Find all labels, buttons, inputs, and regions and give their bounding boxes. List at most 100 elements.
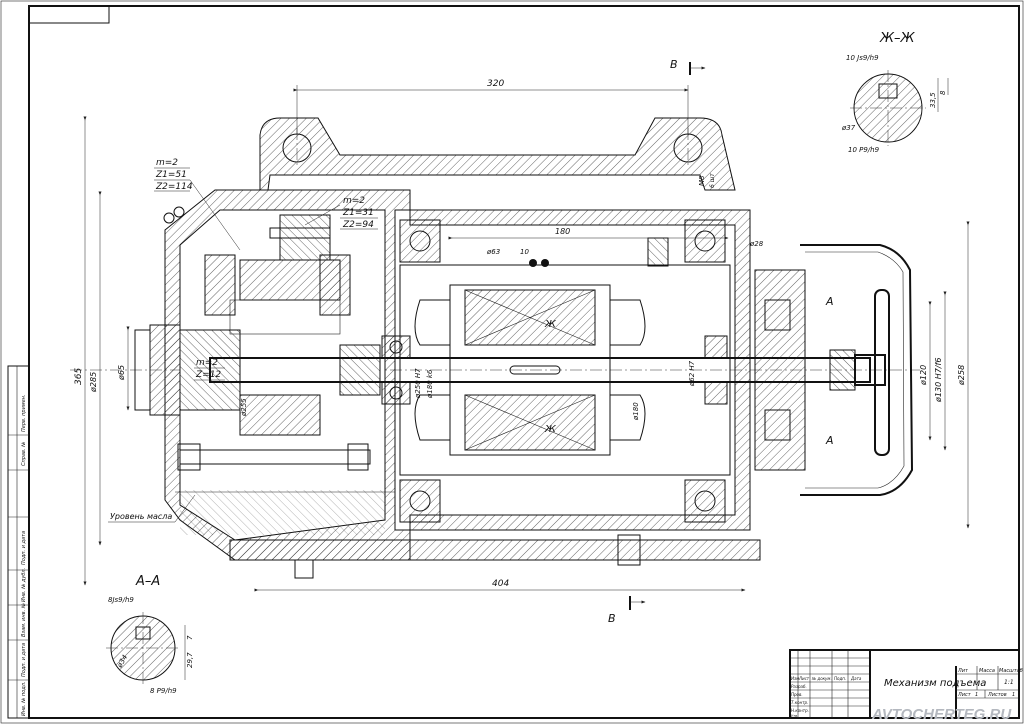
a-8js9: 8Js9/h9 xyxy=(108,596,134,604)
section-a-title: А–А xyxy=(135,574,160,589)
tb-list: Лист xyxy=(957,692,972,698)
tb-sheets: 1 xyxy=(1012,692,1015,698)
stator-cavity xyxy=(399,264,731,476)
dim-255: ø255 xyxy=(240,398,248,417)
tb-sub-docum: № докум. xyxy=(811,676,832,681)
cut-a-bottom: А xyxy=(825,434,834,447)
terminal-box xyxy=(617,534,641,566)
shaft-keyway xyxy=(509,365,561,375)
dim-130: ø130 H7/f6 xyxy=(934,358,943,403)
seal-top xyxy=(647,237,669,267)
drawing-title: Механизм подъема xyxy=(884,678,986,689)
end-winding-right-top xyxy=(610,299,646,346)
tb-role-utv: Утв. xyxy=(791,714,798,718)
tb-lit: Лит xyxy=(957,668,969,674)
stamp-inv: Инв. № подл. xyxy=(21,682,27,717)
tb-sub-podp: Подп. xyxy=(834,676,846,681)
brake-assembly xyxy=(754,269,806,471)
a-7: 7 xyxy=(186,635,194,640)
tb-sub-list: Лист xyxy=(798,676,810,681)
stator xyxy=(449,284,611,456)
dim-404: 404 xyxy=(492,579,509,589)
tb-listov: Листов xyxy=(987,692,1007,698)
gear-z2-114 xyxy=(239,394,321,436)
gear-labels: m=2 Z1=51 Z2=114 m=2 Z1=31 Z2=94 m=2 Z=1… xyxy=(108,158,378,523)
end-winding-left-bottom xyxy=(414,394,450,441)
title-block: Изм Лист № докум. Подп. Дата Разраб. Про… xyxy=(789,649,1023,719)
zh-10js9: 10 Js9/h9 xyxy=(846,54,879,62)
section-zh-title: Ж–Ж xyxy=(879,31,916,46)
cut-zh-top: Ж xyxy=(544,319,557,330)
dim-365: 365 xyxy=(74,368,84,385)
cut-zh-bottom: Ж xyxy=(544,424,557,435)
oil-level-label: Уровень масла xyxy=(110,512,172,521)
dim-285: ø285 xyxy=(89,372,98,393)
bearing-bottom-left xyxy=(399,479,441,523)
brake-handwheel xyxy=(874,289,890,456)
oil-plug-icon xyxy=(173,206,185,218)
dim-62: ø62 H7 xyxy=(688,360,696,387)
gear-bearing-left-top xyxy=(204,254,236,316)
section-a-view: А–А 8Js9/h9 8 P9/h9 ø34 7 29,7 xyxy=(106,574,194,695)
brake-nut xyxy=(829,349,856,391)
stamp-vzam: Взам. инв. № xyxy=(21,603,27,637)
dim-180-motor: ø180 xyxy=(632,402,640,421)
dim-180k6: ø180 k6 xyxy=(426,369,434,399)
cut-b-bottom: В xyxy=(608,612,616,625)
inner-frame xyxy=(28,5,1020,719)
tb-sub-data: Дата xyxy=(850,676,862,681)
tb-role-razrab: Разраб. xyxy=(791,684,807,689)
output-hub xyxy=(179,329,241,411)
zh-10p9: 10 P9/h9 xyxy=(848,146,880,154)
bearing-shaft-right xyxy=(704,335,728,405)
stamp-sprav: Справ. № xyxy=(21,442,27,466)
stamp-dubl: Инв. № дубл. xyxy=(21,568,27,602)
end-winding-right-bottom xyxy=(610,394,646,441)
gear3-m: m=2 xyxy=(196,358,218,368)
tb-massa: Масса xyxy=(979,668,995,674)
watermark: AVTOCHERTEG.RU xyxy=(871,706,1012,723)
a-297: 29,7 xyxy=(186,652,194,668)
left-end-cap xyxy=(149,324,181,416)
bearing-top-left xyxy=(399,219,441,263)
gear2-m: m=2 xyxy=(343,196,365,206)
dim-6sht: 6 шт xyxy=(709,173,716,188)
dim-250: ø250 H7 xyxy=(414,368,422,399)
main-assembly-view xyxy=(70,117,920,579)
gear-bearing-right-top xyxy=(319,254,351,316)
dim-10: 10 xyxy=(520,248,529,256)
dim-180: 180 xyxy=(555,227,570,236)
tb-masshtab: Масштаб xyxy=(999,668,1023,674)
dim-258: ø258 xyxy=(957,365,966,386)
dim-m8: M8 xyxy=(698,175,706,186)
drain-plug xyxy=(294,559,314,579)
gear1-z2: Z2=114 xyxy=(155,182,193,192)
brake-cover xyxy=(800,244,914,496)
gear1-z1: Z1=51 xyxy=(155,170,187,180)
gear2-z1: Z1=31 xyxy=(342,208,374,218)
dimension-lines: 320 404 180 365 ø285 ø65 ø258 ø130 H7/f6… xyxy=(74,79,970,592)
zh-8: 8 xyxy=(939,90,947,95)
top-left-stamp-box xyxy=(28,5,110,24)
tb-role-prov: Пров. xyxy=(791,692,803,697)
gear1-m: m=2 xyxy=(156,158,178,168)
section-zh-view: Ж–Ж 10 Js9/h9 10 P9/h9 ø37 8 33,5 xyxy=(841,31,949,154)
stamp-podp1: Подп. и дата xyxy=(21,531,27,565)
tie-bolt xyxy=(179,449,371,465)
upper-bolt xyxy=(269,227,331,239)
cut-b-top: В xyxy=(670,58,678,71)
zh-335: 33,5 xyxy=(929,92,937,108)
dim-120: ø120 xyxy=(919,365,928,386)
dim-65: ø65 xyxy=(117,365,126,381)
oil-volume xyxy=(180,490,385,535)
cut-markers: В В А А Ж Ж xyxy=(544,58,834,625)
dim-320: 320 xyxy=(487,79,504,89)
dim-28: ø28 xyxy=(749,240,764,248)
tb-sheet: 1 xyxy=(975,692,978,698)
mounting-bracket xyxy=(259,117,736,191)
cut-a-top: А xyxy=(825,295,834,308)
dim-63: ø63 xyxy=(486,248,500,256)
tb-sub-izm: Изм xyxy=(791,676,799,681)
